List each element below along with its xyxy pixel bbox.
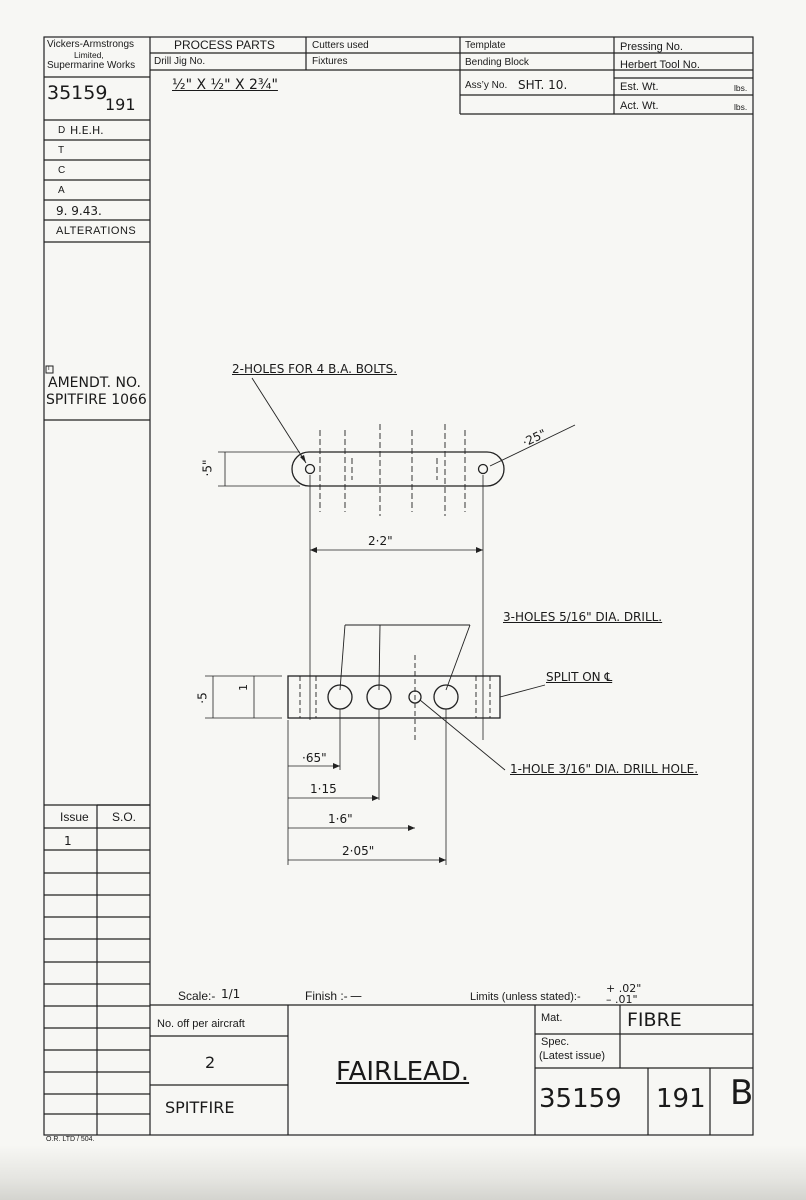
company-line-1: Vickers-Armstrongs: [47, 39, 135, 50]
company-line-3: Supermarine Works: [47, 60, 136, 71]
limits-label: Limits (unless stated):-: [470, 991, 581, 1003]
spec-label: Spec.: [541, 1036, 570, 1048]
fairlead-top-view: [218, 377, 576, 740]
bottom-drawing-number: 35159: [539, 1084, 622, 1114]
process-parts: PROCESS PARTS: [174, 38, 275, 52]
drill-note: 3-HOLES 5/16" DIA. DRILL.: [503, 610, 663, 624]
side-height-dim: ·5: [195, 692, 210, 704]
no-off-value: 2: [205, 1053, 216, 1072]
holes-note: 2-HOLES FOR 4 B.A. BOLTS.: [232, 362, 398, 376]
dim-16: 1·6": [328, 812, 353, 826]
alterations-label: ALTERATIONS: [56, 225, 137, 237]
act-wt-label: Act. Wt.: [620, 100, 659, 112]
issue-value: 1: [64, 834, 72, 848]
finish-value: —: [350, 989, 362, 1003]
span-dim: 2·2": [368, 534, 393, 548]
d-label: D: [58, 125, 66, 136]
aircraft-name: SPITFIRE: [165, 1098, 235, 1117]
stock-size: ½" X ½" X 2¾": [172, 77, 278, 93]
side-small-dim: 1: [237, 684, 250, 691]
drawing-sub: 191: [105, 95, 136, 114]
bottom-drawing-sub: 191: [656, 1084, 706, 1114]
d-value: H.E.H.: [70, 124, 104, 137]
scan-noise: [0, 1145, 806, 1200]
t-label: T: [58, 145, 65, 156]
amendt-label: AMENDT. NO.: [48, 375, 141, 391]
scale-label: Scale:-: [178, 989, 216, 1003]
mat-value: FIBRE: [627, 1009, 682, 1031]
act-wt-unit: lbs.: [734, 102, 748, 112]
drawing-letter: B: [730, 1073, 754, 1113]
small-hole-note: 1-HOLE 3/16" DIA. DRILL HOLE.: [510, 762, 699, 776]
drill-jig-label: Drill Jig No.: [154, 56, 206, 67]
pressing-label: Pressing No.: [620, 41, 683, 53]
split-note: SPLIT ON ℄: [546, 670, 613, 684]
cutters-label: Cutters used: [312, 40, 369, 51]
amend-box-letter: T: [47, 366, 51, 372]
width-dim: ·5": [200, 459, 215, 477]
scale-value: 1/1: [221, 987, 241, 1001]
bending-block-label: Bending Block: [465, 57, 529, 68]
a-label: A: [58, 185, 65, 196]
no-off-label: No. off per aircraft: [157, 1018, 245, 1030]
latest-issue-label: (Latest issue): [539, 1050, 606, 1062]
mat-label: Mat.: [541, 1012, 563, 1024]
herbert-label: Herbert Tool No.: [620, 59, 700, 71]
assy-label: Ass’y No.: [465, 80, 508, 91]
est-wt-label: Est. Wt.: [620, 81, 659, 93]
issue-label: Issue: [60, 810, 89, 824]
drawing-number: 35159: [47, 82, 108, 104]
outer-frame: [43, 36, 754, 1136]
assy-value: SHT. 10.: [518, 78, 568, 92]
dim-065: ·65": [302, 751, 327, 765]
c-label: C: [58, 165, 66, 176]
company-line-2: Limited,: [74, 50, 104, 60]
limit-minus: – .01": [606, 993, 638, 1006]
form-ref: O.R. LTD / 504.: [46, 1136, 95, 1143]
part-name: FAIRLEAD.: [336, 1057, 470, 1087]
dim-115: 1·15: [310, 782, 337, 796]
amendt-value: SPITFIRE 1066: [46, 392, 147, 408]
so-label: S.O.: [112, 810, 137, 824]
date-value: 9. 9.43.: [56, 204, 102, 218]
template-label: Template: [465, 40, 506, 51]
limit-plus: + .02": [606, 982, 642, 995]
fixtures-label: Fixtures: [312, 56, 348, 67]
finish-label: Finish :-: [305, 989, 348, 1003]
est-wt-unit: lbs.: [734, 83, 748, 93]
fairlead-side-view: [205, 624, 546, 865]
dim-205: 2·05": [342, 844, 375, 858]
